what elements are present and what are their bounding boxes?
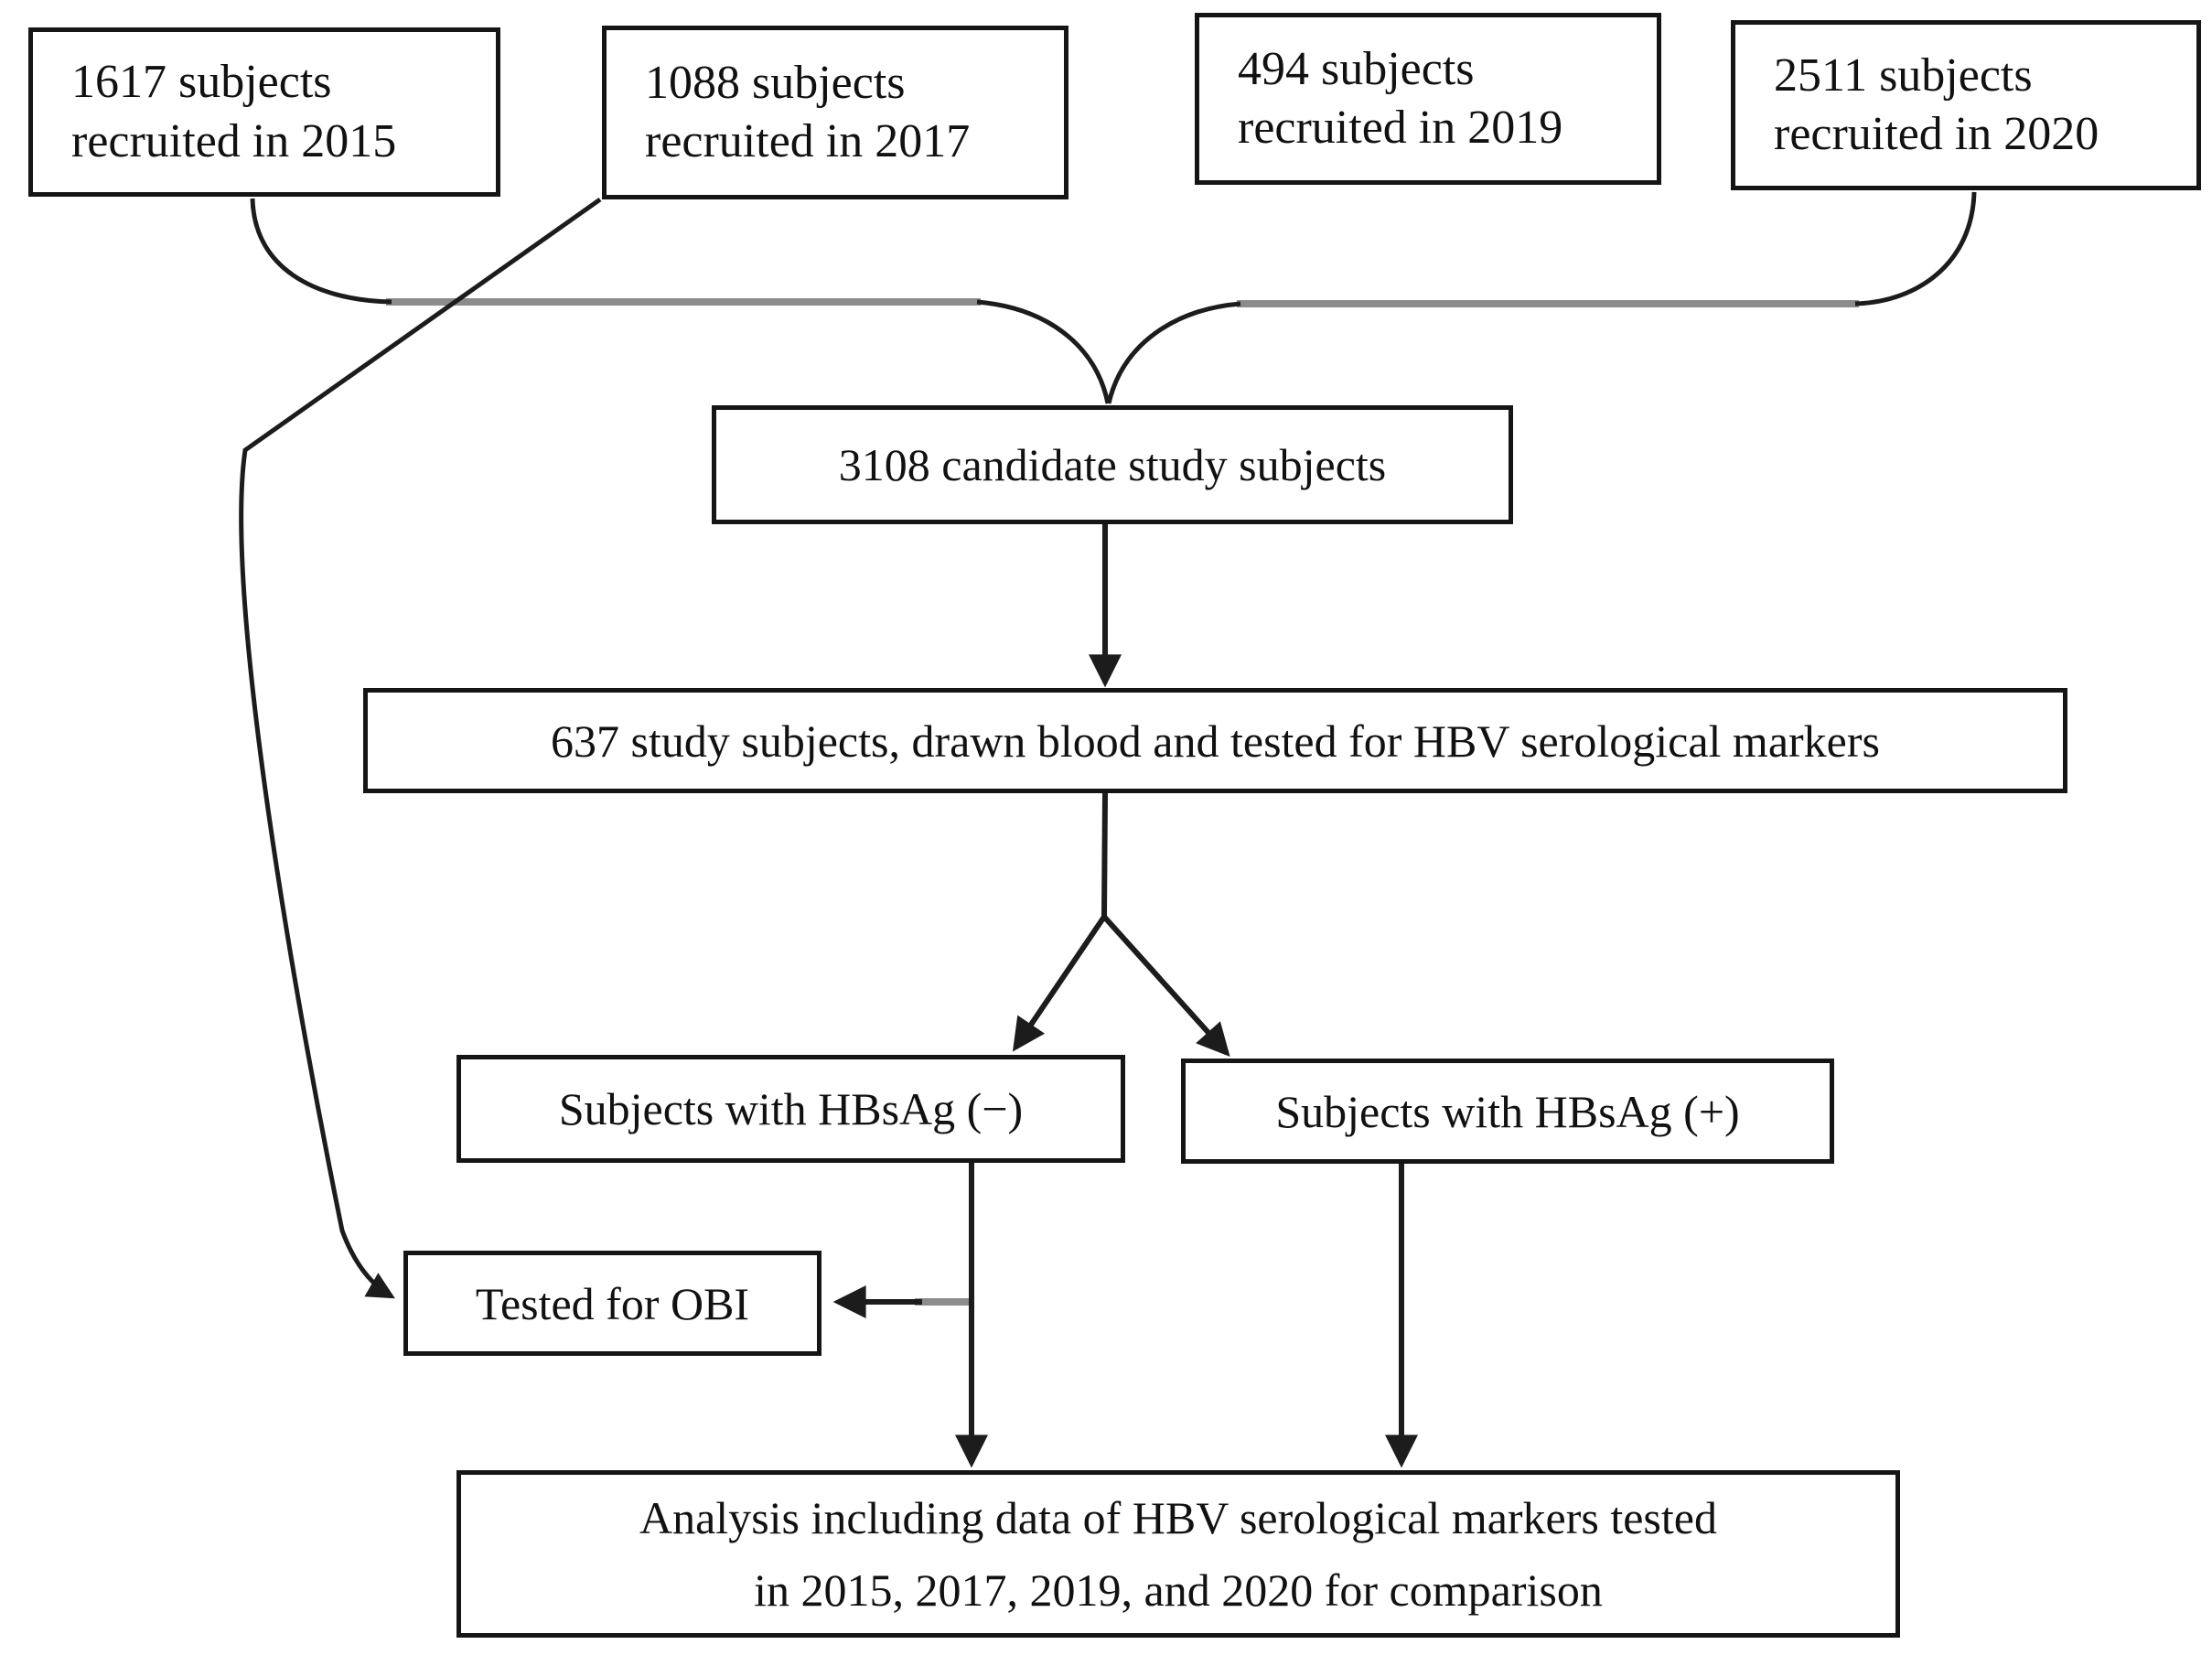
recruit-2019-line2: recruited in 2019 (1238, 102, 1563, 154)
funnel-left-curve (976, 299, 1111, 404)
recruit-2015-box: 1617 subjects recruited in 2015 (28, 27, 500, 197)
connector-split-to-negative (1012, 915, 1107, 1052)
tested-label: 637 study subjects, drawn blood and test… (551, 715, 1880, 767)
candidates-box: 3108 candidate study subjects (712, 405, 1513, 524)
analysis-line1: Analysis including data of HBV serologic… (639, 1491, 1717, 1543)
connector-split-stem (1101, 792, 1108, 918)
hbsag-negative-label: Subjects with HBsAg (−) (558, 1083, 1024, 1134)
recruit-2019-line1: 494 subjects (1238, 42, 1475, 95)
connector-2015-drop (250, 198, 392, 305)
recruit-2017-box: 1088 subjects recruited in 2017 (602, 26, 1068, 199)
recruit-2017-line1: 1088 subjects (645, 56, 906, 109)
analysis-box: Analysis including data of HBV serologic… (456, 1470, 1900, 1638)
hbsag-positive-label: Subjects with HBsAg (+) (1275, 1085, 1740, 1137)
recruit-2020-line1: 2511 subjects (1774, 48, 2033, 102)
recruit-2020-line2: recruited in 2020 (1774, 108, 2099, 160)
recruit-2020-box: 2511 subjects recruited in 2020 (1731, 20, 2201, 190)
recruit-2019-box: 494 subjects recruited in 2019 (1195, 13, 1661, 185)
connector-2020-drop (1854, 191, 1977, 306)
recruit-2015-line2: recruited in 2015 (71, 114, 397, 167)
analysis-line2: in 2015, 2017, 2019, and 2020 for compar… (754, 1564, 1603, 1616)
obi-label: Tested for OBI (475, 1277, 750, 1329)
hbsag-negative-box: Subjects with HBsAg (−) (456, 1055, 1125, 1163)
recruit-2017-line2: recruited in 2017 (645, 115, 971, 167)
candidates-label: 3108 candidate study subjects (838, 439, 1387, 490)
tested-box: 637 study subjects, drawn blood and test… (363, 688, 2067, 793)
recruit-2015-line1: 1617 subjects (71, 56, 332, 109)
connector-split-to-positive (1101, 914, 1230, 1058)
funnel-right-curve (1106, 301, 1241, 404)
connector-2017-to-obi (239, 197, 602, 1299)
obi-box: Tested for OBI (403, 1251, 821, 1356)
hbsag-positive-box: Subjects with HBsAg (+) (1181, 1059, 1834, 1164)
